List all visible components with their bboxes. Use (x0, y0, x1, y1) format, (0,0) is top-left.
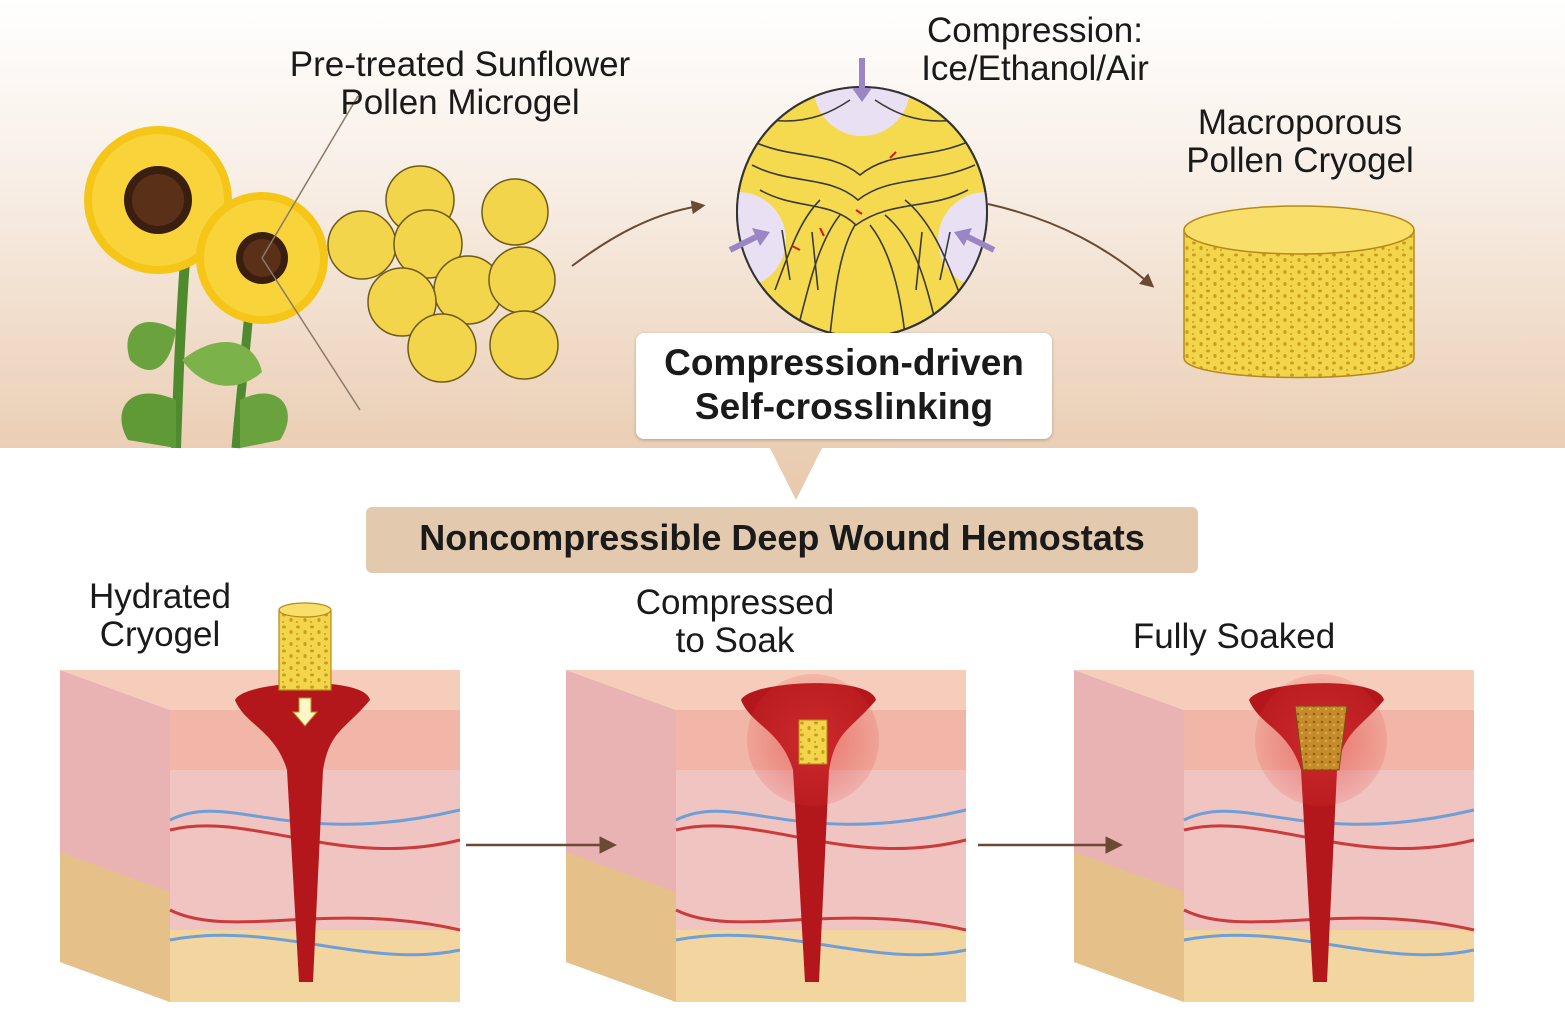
cryogel-label: Macroporous Pollen Cryogel (1150, 104, 1450, 180)
compression-crosslinking-circle-icon (728, 58, 996, 338)
step-1-line-1: Hydrated (88, 577, 232, 616)
cryogel-label-line-2: Pollen Cryogel (1186, 140, 1414, 180)
process-label-line-2: Self-crosslinking (694, 386, 994, 428)
pollen-microgel-cluster-icon (327, 165, 559, 383)
banner-title: Noncompressible Deep Wound Hemostats (419, 517, 1145, 558)
step-3-line-1: Fully Soaked (1132, 617, 1336, 656)
skin-block-soaked (1074, 670, 1475, 1002)
sunflower-plant-icon (84, 95, 361, 449)
step-2-line-2: to Soak (675, 620, 795, 660)
pollen-label-line-2: Pollen Microgel (340, 82, 580, 122)
compression-label: Compression: Ice/Ethanol/Air (880, 12, 1190, 88)
step-2-line-1: Compressed (635, 583, 835, 622)
process-label-line-1: Compression-driven (664, 342, 1024, 383)
process-arrow-1 (571, 200, 706, 267)
pollen-cryogel-cylinder-icon (1183, 205, 1415, 379)
hemostat-banner: Noncompressible Deep Wound Hemostats (366, 507, 1198, 573)
skin-block-compressed (566, 670, 967, 1002)
cryogel-label-line-1: Macroporous (1197, 103, 1403, 142)
compression-label-line-2: Ice/Ethanol/Air (921, 48, 1149, 88)
process-label: Compression-driven Self-crosslinking (636, 341, 1052, 430)
step-label-compressed: Compressed to Soak (590, 584, 880, 660)
skin-block-hydrated (60, 602, 461, 1002)
process-callout-box: Compression-driven Self-crosslinking (636, 333, 1052, 439)
step-1-line-2: Cryogel (99, 614, 221, 654)
pollen-label-line-1: Pre-treated Sunflower (289, 45, 631, 84)
step-label-fully-soaked: Fully Soaked (1084, 618, 1384, 656)
process-arrow-2 (987, 203, 1155, 288)
step-label-hydrated: Hydrated Cryogel (40, 578, 280, 654)
pollen-microgel-label: Pre-treated Sunflower Pollen Microgel (250, 46, 670, 122)
compression-label-line-1: Compression: (927, 11, 1143, 50)
